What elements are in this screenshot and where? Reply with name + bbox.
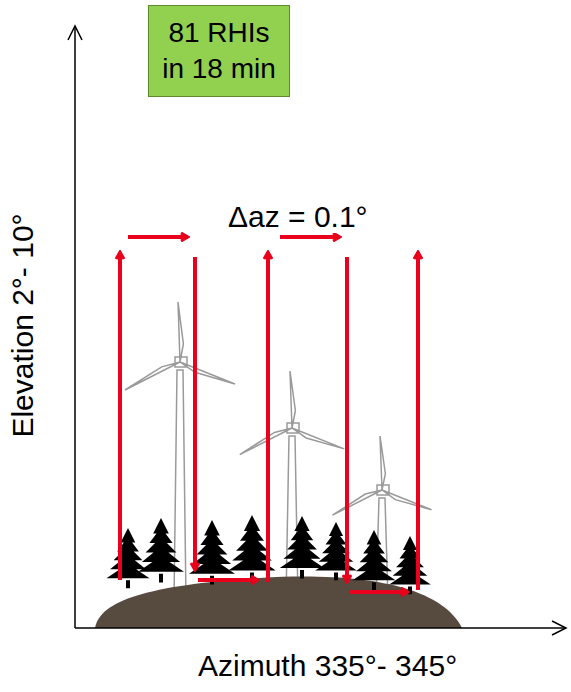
azimuth-step: Δaz = 0.1°	[226, 200, 370, 233]
axes	[68, 26, 566, 635]
box-text: 81 RHIs in 18 min	[156, 15, 282, 88]
scan-path	[120, 237, 418, 592]
summary-box: 81 RHIs in 18 min	[148, 5, 290, 97]
wind-turbines	[125, 302, 432, 600]
axis-label: Elevation 2°- 10°	[6, 213, 39, 437]
axis-label: Azimuth 335°- 345°	[198, 649, 457, 682]
